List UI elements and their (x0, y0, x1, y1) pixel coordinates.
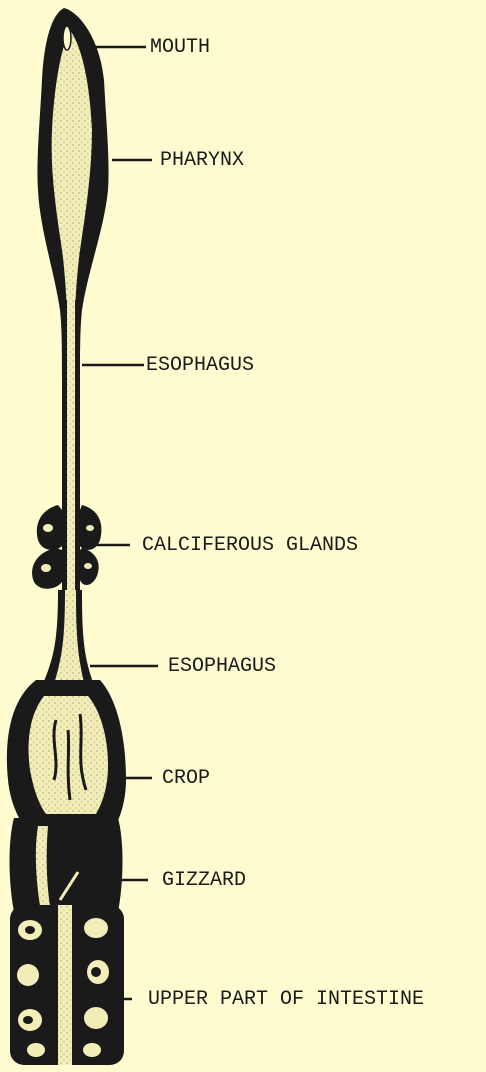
intestine-shape (10, 905, 124, 1065)
calciferous-glands-shape (32, 505, 101, 595)
esophagus-upper-interior (67, 300, 75, 510)
label-pharynx: PHARYNX (160, 151, 244, 171)
label-esophagus-upper: ESOPHAGUS (146, 356, 254, 376)
label-calciferous-glands: CALCIFEROUS GLANDS (142, 536, 358, 556)
gizzard-shape (10, 818, 123, 912)
mouth-opening (63, 26, 71, 50)
label-crop: CROP (162, 769, 210, 789)
label-gizzard: GIZZARD (162, 871, 246, 891)
label-mouth: MOUTH (150, 38, 210, 58)
label-upper-intestine: UPPER PART OF INTESTINE (148, 990, 424, 1010)
label-esophagus-lower: ESOPHAGUS (168, 657, 276, 677)
